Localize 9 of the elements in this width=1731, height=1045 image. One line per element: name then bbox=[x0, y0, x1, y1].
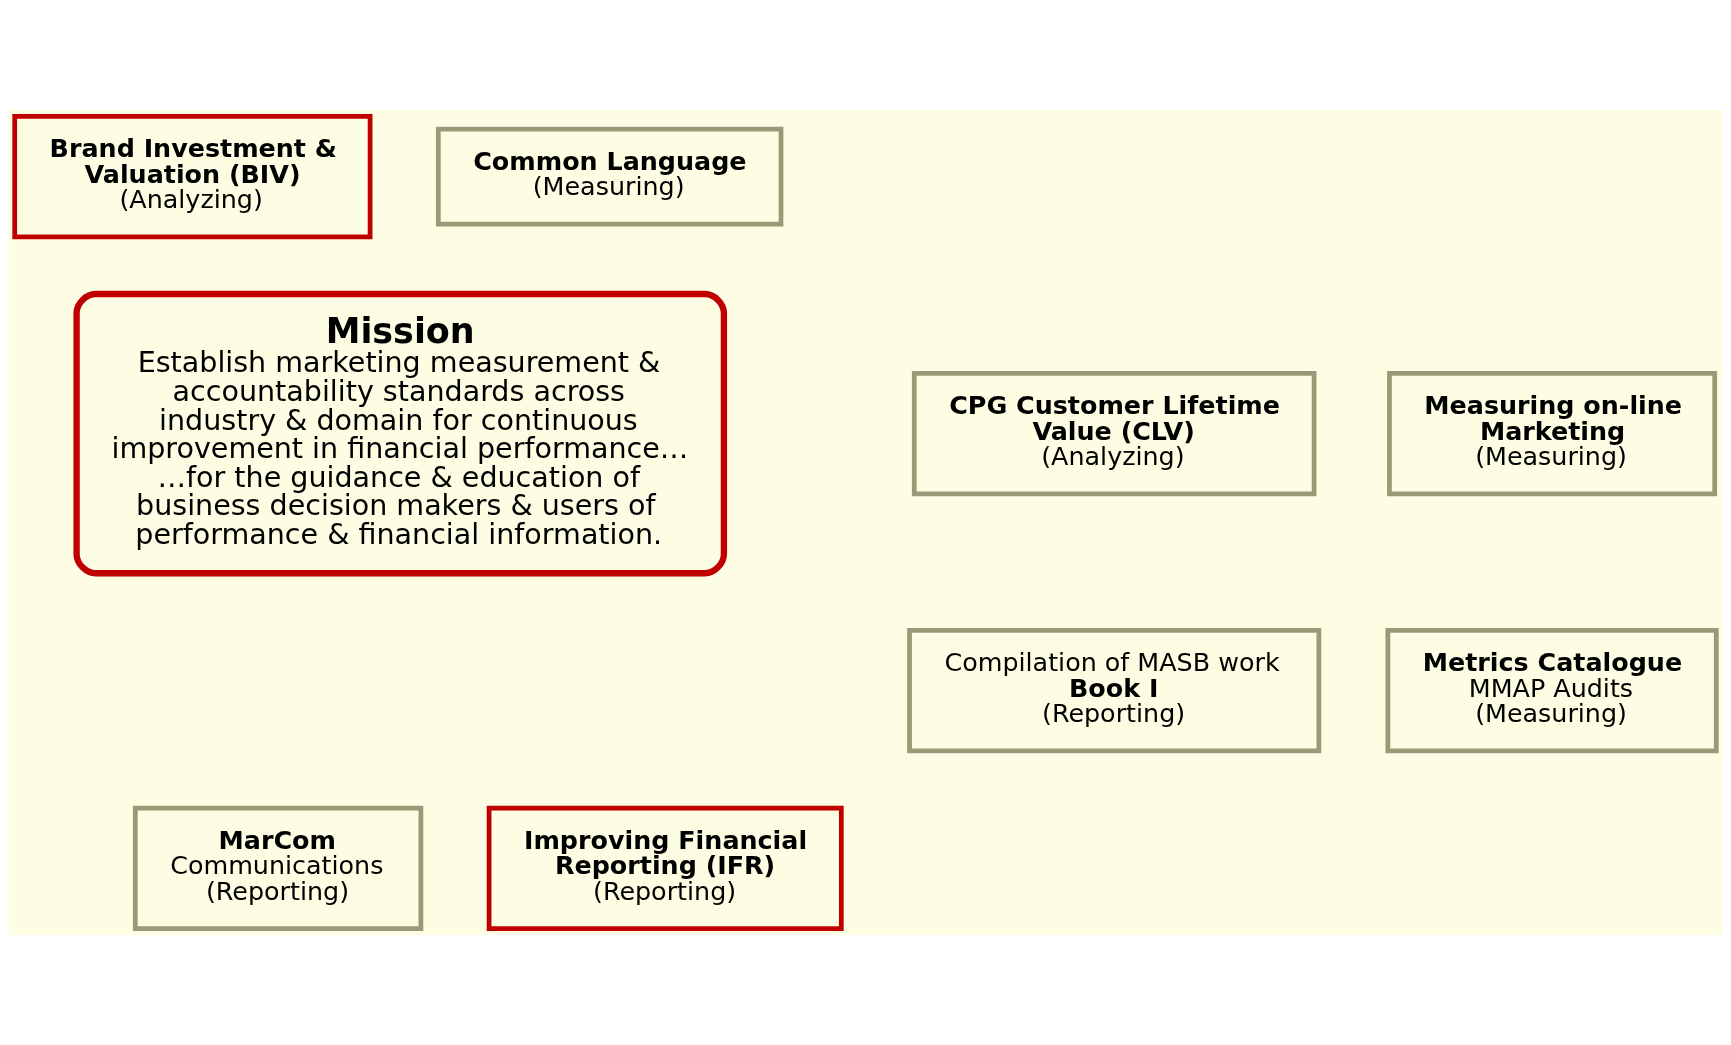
node-box: Improving Financial Reporting (IFR) (Reporting) bbox=[486, 805, 844, 932]
node-box: Measuring on-line Marketing (Measuring) bbox=[1387, 371, 1718, 497]
node-box: Mission Establish marketing measurement & accountability standards across industry & domain for continuous improvement in financial performance… …for the guidance & education of business decision makers & users of performance & financial information. bbox=[73, 290, 728, 577]
node-box: CPG Customer Lifetime Value (CLV) (Analyzing) bbox=[911, 371, 1317, 497]
node-box: Brand Investment & Valuation (BIV) (Analyzing) bbox=[12, 113, 373, 240]
node-box: Common Language (Measuring) bbox=[435, 126, 784, 227]
node-box: Compilation of MASB work Book I (Reporting) bbox=[907, 628, 1322, 754]
node-box: Metrics Catalogue MMAP Audits (Measuring) bbox=[1385, 628, 1719, 754]
node-box: MarCom Communications (Reporting) bbox=[132, 805, 424, 932]
